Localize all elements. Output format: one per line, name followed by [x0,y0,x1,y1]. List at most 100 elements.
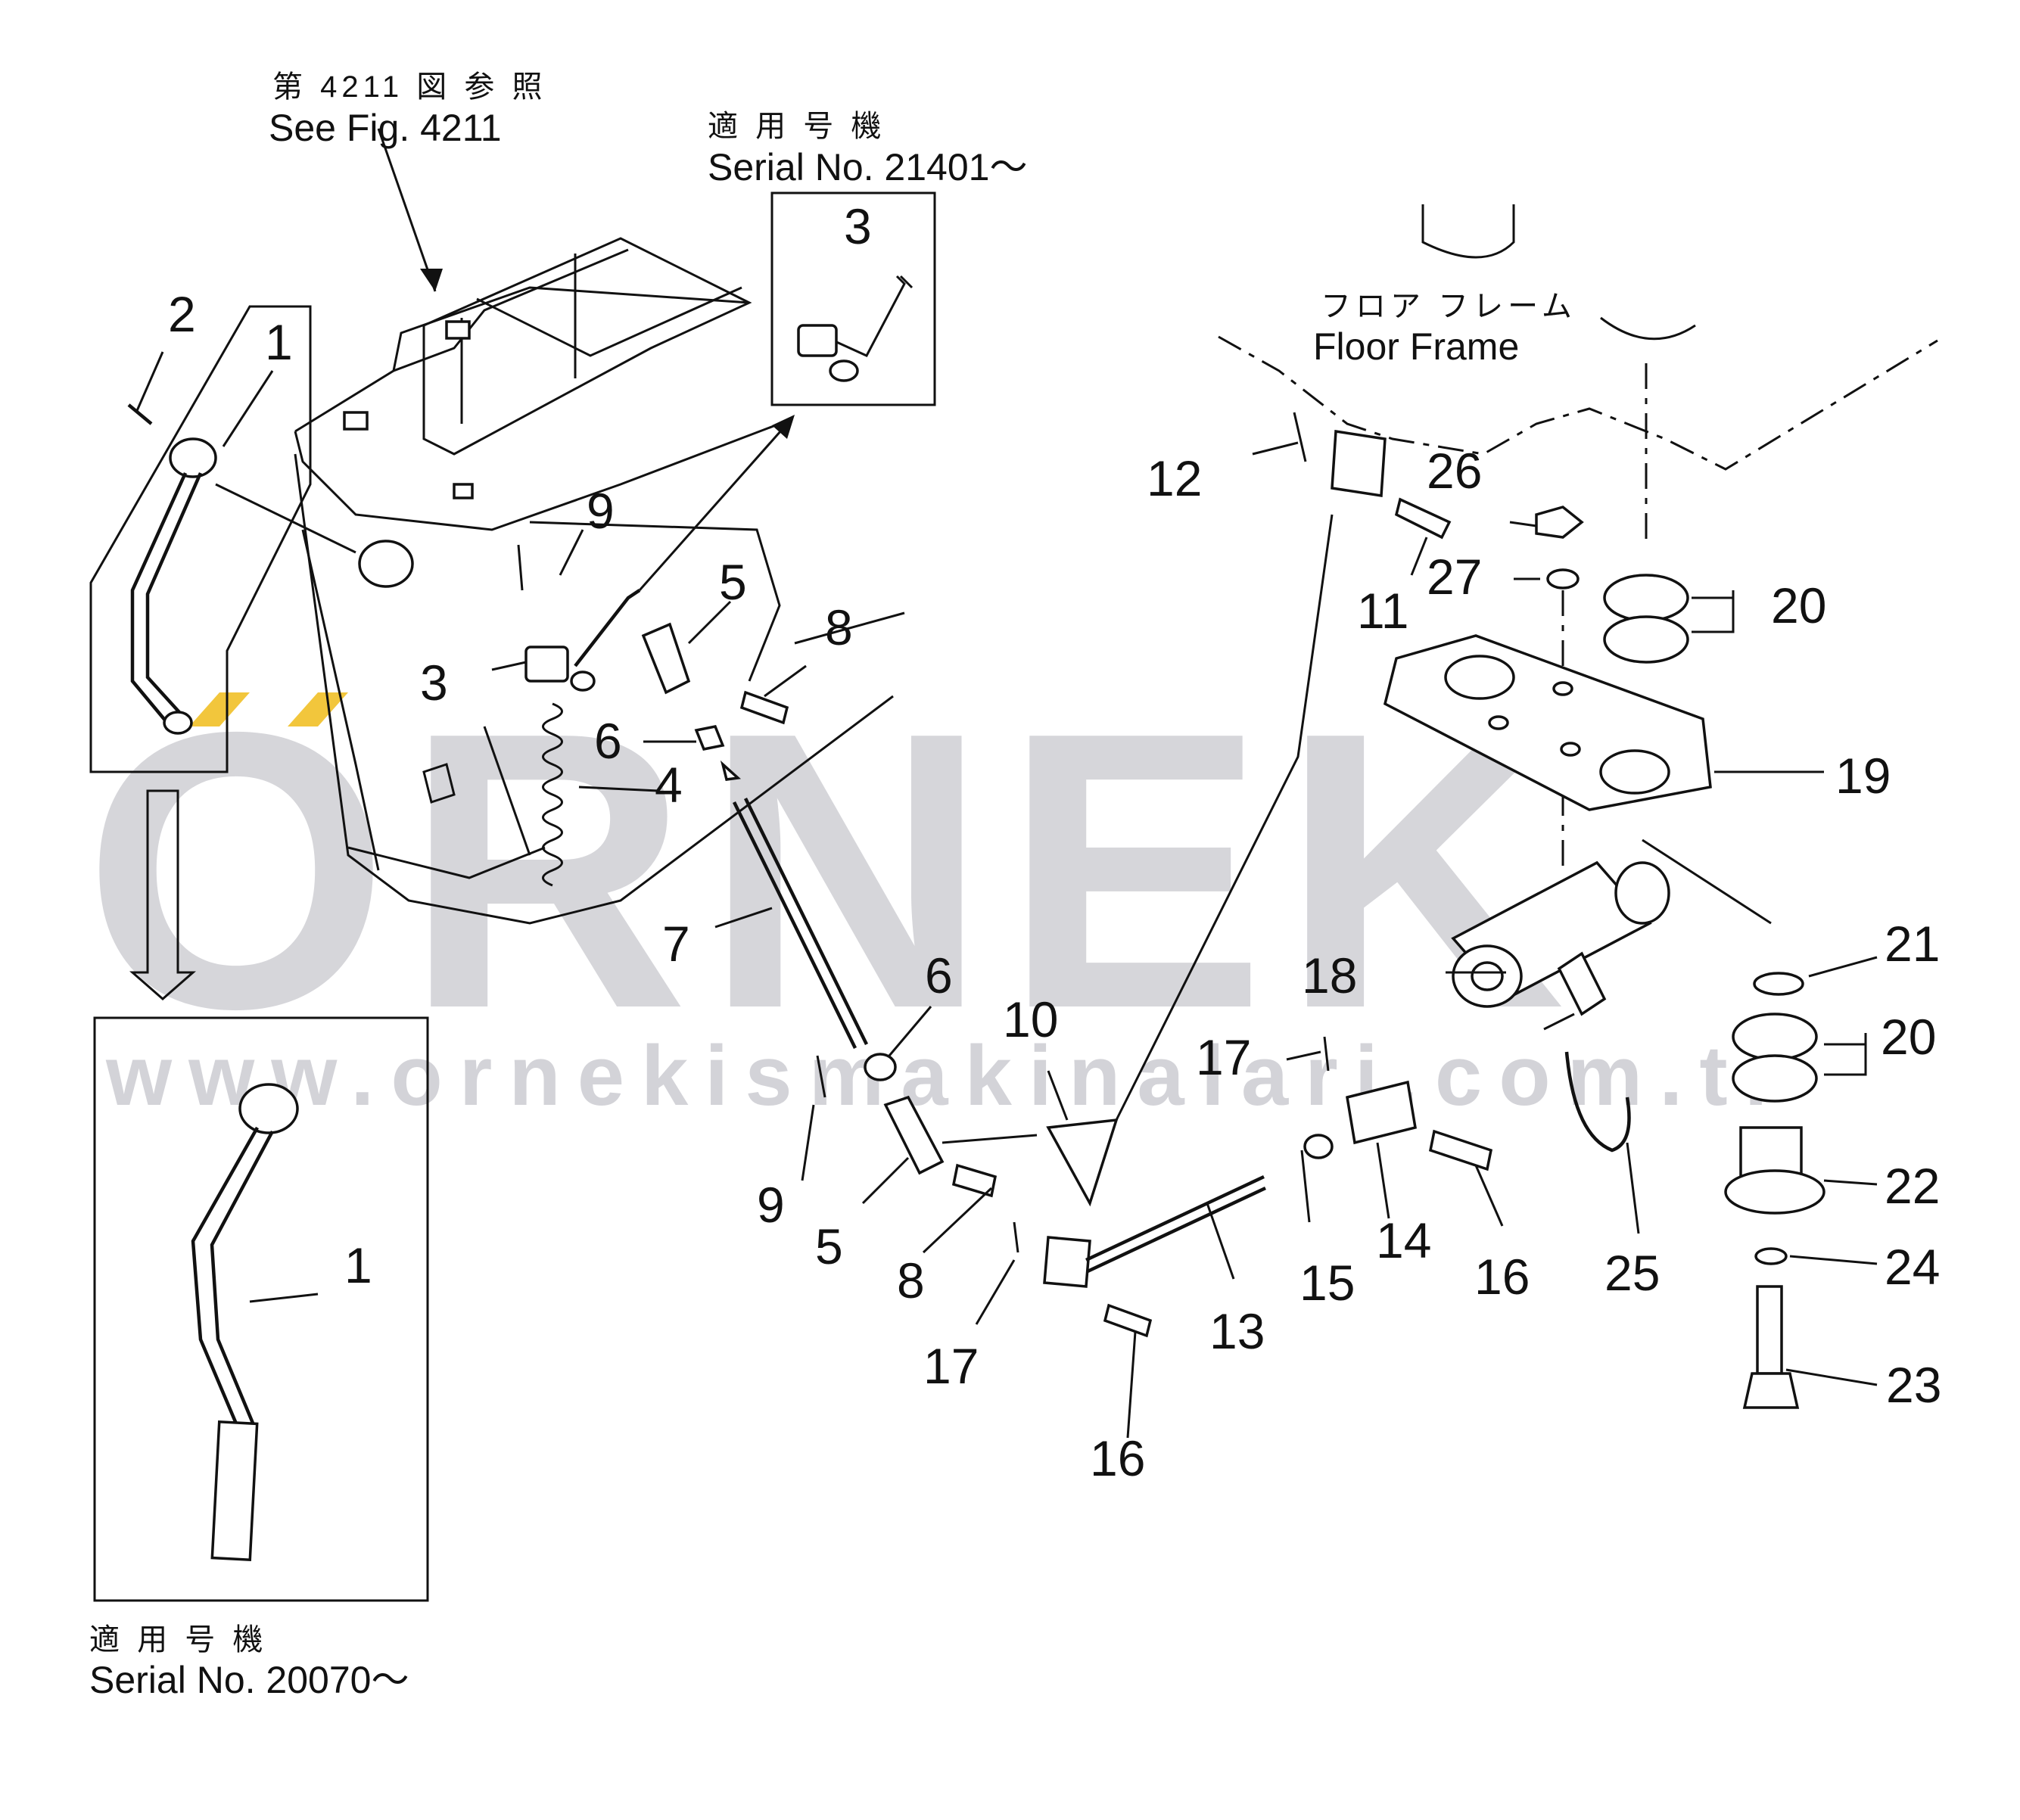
lever-bracket [797,324,838,357]
callout-4: 4 [655,757,683,813]
serial-bottom-jp: 適 用 号 機 [89,1623,267,1657]
callout-18: 18 [1302,947,1357,1003]
down-arrow [129,789,196,1000]
callout-13: 13 [1209,1303,1265,1359]
spring-4 [542,702,563,887]
cab-console [294,237,894,925]
pin-8 [951,1163,998,1198]
serial-bottom-en: Serial No. 20070～ [89,1659,409,1701]
part-5 [641,622,691,695]
inset-arrow [638,423,789,591]
callout-17: 17 [1196,1029,1251,1085]
pin-17b [1013,1221,1019,1253]
callout-20: 20 [1771,577,1826,633]
pin-16 [1103,1303,1153,1338]
callout-6: 6 [925,947,953,1003]
serial-top-en: Serial No. 21401～ [708,146,1027,188]
linkage-left [358,540,869,1049]
bracket [422,763,456,804]
callout-6: 6 [594,713,622,769]
cushion-20b [1732,1013,1818,1061]
collar-22 [1739,1126,1803,1178]
callout-23: 23 [1886,1357,1941,1413]
lower-inset [93,1016,429,1602]
lever-assembly [89,305,356,773]
callout-11: 11 [1357,583,1409,639]
lever-18 [1557,951,1607,1016]
callout-2: 2 [168,286,196,342]
see-fig-en: See Fig. 4211 [269,107,502,149]
part-3 [524,646,569,683]
nut-26 [1535,506,1584,539]
cab-slot [453,483,474,499]
inset-box [93,1016,429,1602]
callout-14: 14 [1376,1212,1431,1268]
linkage-center [794,514,1334,1338]
clevis-13 [1043,1236,1091,1288]
plate-10 [1046,1118,1119,1207]
block-14 [1346,1080,1417,1145]
floor-frame-en: Floor Frame [1313,325,1519,368]
washer-27 [1546,568,1580,590]
callout-5: 5 [815,1218,843,1274]
bolt-11 [1394,497,1452,540]
mount-dash [1600,316,1696,341]
part-8 [739,690,789,725]
cushion-20 [1603,574,1689,622]
floor-frame-jp: フロア フレーム [1321,290,1576,323]
callout-25: 25 [1604,1245,1660,1301]
callout-19: 19 [1835,748,1891,804]
callout-27: 27 [1427,549,1482,605]
part-6 [694,724,725,751]
cab-slot [445,320,471,340]
watermark-url: www.ornekismakinalari.com.tr [105,1028,1794,1123]
callout-3: 3 [420,655,448,711]
callout-17: 17 [923,1338,979,1394]
serial-top-jp: 適 用 号 機 [708,110,886,143]
callout-1: 1 [265,314,293,370]
bracket-12 [1331,429,1387,498]
cab-slot [343,411,369,431]
callout-20: 20 [1881,1009,1936,1065]
leader-lines [135,351,1878,1439]
mount-dash [1421,204,1515,259]
bolt-23 [1756,1285,1783,1375]
lever-grip [210,1420,259,1562]
block-5 [883,1095,945,1175]
callout-5: 5 [719,554,747,610]
rod-13 [1085,1174,1265,1262]
part-callouts: 1 2 3 3 9 5 8 6 4 7 6 10 9 5 8 17 13 16 … [168,198,1941,1486]
callout-9: 9 [587,483,615,539]
ref-arrow [377,128,437,292]
pin-16b [1428,1129,1493,1171]
reference-labels: 第 4211 図 参 照 See Fig. 4211 適 用 号 機 Seria… [89,70,1576,1701]
mount-stack [1383,574,1825,1409]
callout-3: 3 [844,198,872,254]
callout-22: 22 [1885,1158,1940,1214]
callout-15: 15 [1299,1255,1355,1311]
pin-9 [517,544,524,591]
callout-9: 9 [757,1177,785,1233]
oring-21 [1753,972,1804,996]
see-fig-jp: 第 4211 図 参 照 [272,70,546,104]
callout-8: 8 [897,1252,925,1308]
rod-7 [743,798,869,1045]
callout-26: 26 [1427,443,1482,499]
lever-collar [238,1083,299,1134]
nut-6 [864,1053,897,1081]
callout-10: 10 [1003,991,1058,1047]
callout-1: 1 [344,1237,372,1293]
watermark-accent [189,692,348,726]
callout-21: 21 [1885,916,1940,972]
lever-collar [169,437,217,478]
callout-8: 8 [825,599,853,655]
pin-17 [1323,1036,1330,1072]
clamp-25 [1564,1051,1631,1153]
callout-12: 12 [1147,450,1202,506]
pin [127,403,153,425]
callout-7: 7 [662,916,690,972]
callout-16: 16 [1474,1249,1530,1305]
cable-assembly [1013,860,1670,1253]
callout-24: 24 [1885,1239,1940,1295]
